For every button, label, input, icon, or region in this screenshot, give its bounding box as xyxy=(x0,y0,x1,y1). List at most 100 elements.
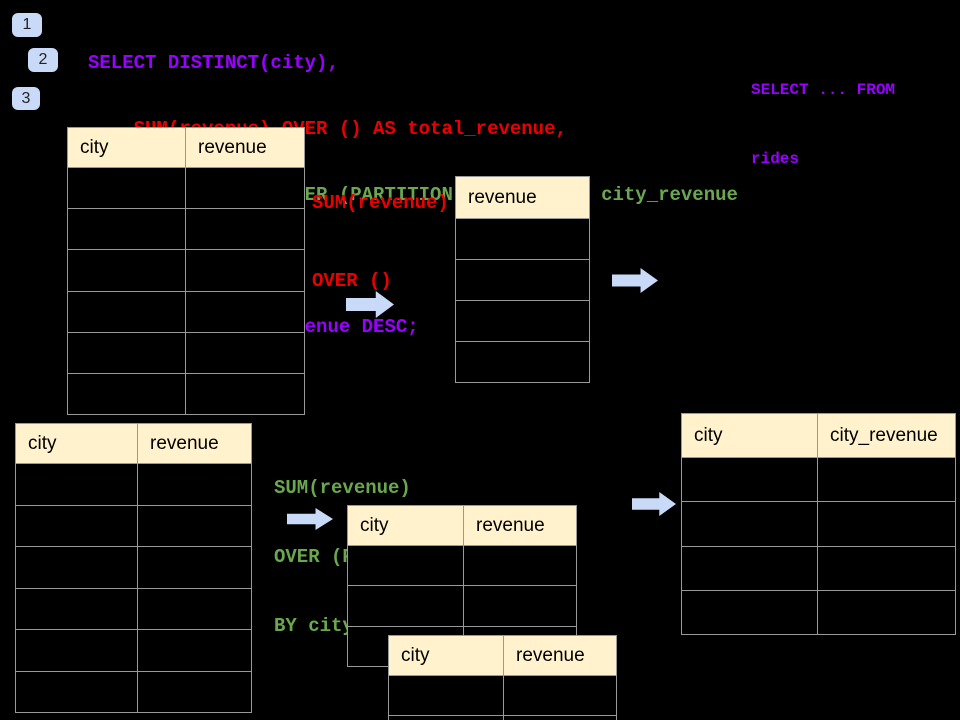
column-header-city: city xyxy=(389,636,504,676)
partition-table-front: city revenue xyxy=(388,635,617,720)
table-cell xyxy=(818,458,956,503)
table-cell xyxy=(504,676,617,716)
table-cell xyxy=(456,260,590,301)
table-cell xyxy=(186,373,305,416)
table-row xyxy=(456,260,590,301)
table-row xyxy=(68,373,305,416)
table-cell xyxy=(138,671,252,713)
table-cell xyxy=(186,332,305,374)
table-row xyxy=(16,464,252,506)
table-cell xyxy=(138,547,252,589)
table-cell xyxy=(68,291,186,333)
table-cell xyxy=(818,590,956,635)
table-row xyxy=(68,168,305,210)
table-cell xyxy=(16,505,138,547)
table-cell xyxy=(186,250,305,292)
sql-line: SELECT DISTINCT(city), xyxy=(88,52,339,74)
side-note-line: SELECT ... FROM xyxy=(751,81,896,99)
table-cell xyxy=(68,209,186,251)
table-header-row: city revenue xyxy=(16,424,252,464)
table-cell xyxy=(504,716,617,720)
table-cell xyxy=(138,505,252,547)
table-cell xyxy=(138,588,252,630)
table-cell xyxy=(16,671,138,713)
column-header-city: city xyxy=(68,128,186,168)
column-header-revenue: revenue xyxy=(138,424,252,464)
table-cell xyxy=(389,716,504,720)
table-cell xyxy=(68,373,186,416)
column-header-city: city xyxy=(682,414,818,458)
column-header-revenue: revenue xyxy=(464,506,577,546)
table-header-row: city revenue xyxy=(389,636,617,676)
table-row xyxy=(389,716,617,720)
table-header-row: revenue xyxy=(456,177,590,219)
label-line: SUM(revenue) xyxy=(274,477,411,499)
step-badge-2: 2 xyxy=(28,48,58,72)
total-revenue-result-table: revenue xyxy=(455,176,590,383)
table-cell xyxy=(16,547,138,589)
table-cell xyxy=(68,250,186,292)
total-window-label: SUM(revenue) OVER () xyxy=(312,138,449,346)
table-cell xyxy=(818,546,956,591)
step-badge-1: 1 xyxy=(12,13,42,37)
table-cell xyxy=(186,291,305,333)
table-row xyxy=(16,671,252,713)
table-cell xyxy=(186,209,305,251)
table-row xyxy=(389,676,617,716)
flow-arrow-icon xyxy=(632,492,676,516)
column-header-city-revenue: city_revenue xyxy=(818,414,956,458)
table-cell xyxy=(68,168,186,210)
table-cell xyxy=(464,586,577,627)
table-cell xyxy=(456,219,590,260)
step-badge-3: 3 xyxy=(12,87,40,110)
table-cell xyxy=(456,342,590,383)
table-row xyxy=(682,502,956,547)
table-cell xyxy=(389,676,504,716)
source-table-bottom: city revenue xyxy=(15,423,252,713)
column-header-city: city xyxy=(348,506,464,546)
column-header-revenue: revenue xyxy=(186,128,305,168)
table-row xyxy=(68,332,305,374)
table-cell xyxy=(138,630,252,672)
table-cell xyxy=(68,332,186,374)
table-row xyxy=(682,458,956,503)
table-row xyxy=(16,588,252,630)
table-cell xyxy=(456,301,590,342)
table-row xyxy=(682,590,956,635)
side-note: SELECT ... FROM rides xyxy=(751,33,895,217)
table-row xyxy=(68,291,305,333)
table-cell xyxy=(818,502,956,547)
table-cell xyxy=(682,546,818,591)
table-row xyxy=(16,505,252,547)
label-line: OVER () xyxy=(312,270,392,292)
table-cell xyxy=(16,630,138,672)
table-header-row: city revenue xyxy=(68,128,305,168)
table-cell xyxy=(16,588,138,630)
table-cell xyxy=(348,546,464,587)
label-line: SUM(revenue) xyxy=(312,192,449,214)
table-row xyxy=(68,250,305,292)
table-header-row: city revenue xyxy=(348,506,577,546)
table-row xyxy=(456,301,590,342)
table-cell xyxy=(186,168,305,210)
table-row xyxy=(456,219,590,260)
table-cell xyxy=(16,464,138,506)
table-cell xyxy=(138,464,252,506)
column-header-revenue: revenue xyxy=(456,177,590,219)
table-row xyxy=(348,586,577,627)
table-row xyxy=(16,547,252,589)
table-row xyxy=(16,630,252,672)
table-cell xyxy=(348,586,464,627)
table-cell xyxy=(682,458,818,503)
table-row xyxy=(68,209,305,251)
table-cell xyxy=(682,590,818,635)
source-table-top: city revenue xyxy=(67,127,305,416)
table-cell xyxy=(464,546,577,587)
column-header-city: city xyxy=(16,424,138,464)
table-row xyxy=(456,342,590,383)
table-row xyxy=(348,546,577,587)
table-header-row: city city_revenue xyxy=(682,414,956,458)
table-row xyxy=(682,546,956,591)
column-header-revenue: revenue xyxy=(504,636,617,676)
